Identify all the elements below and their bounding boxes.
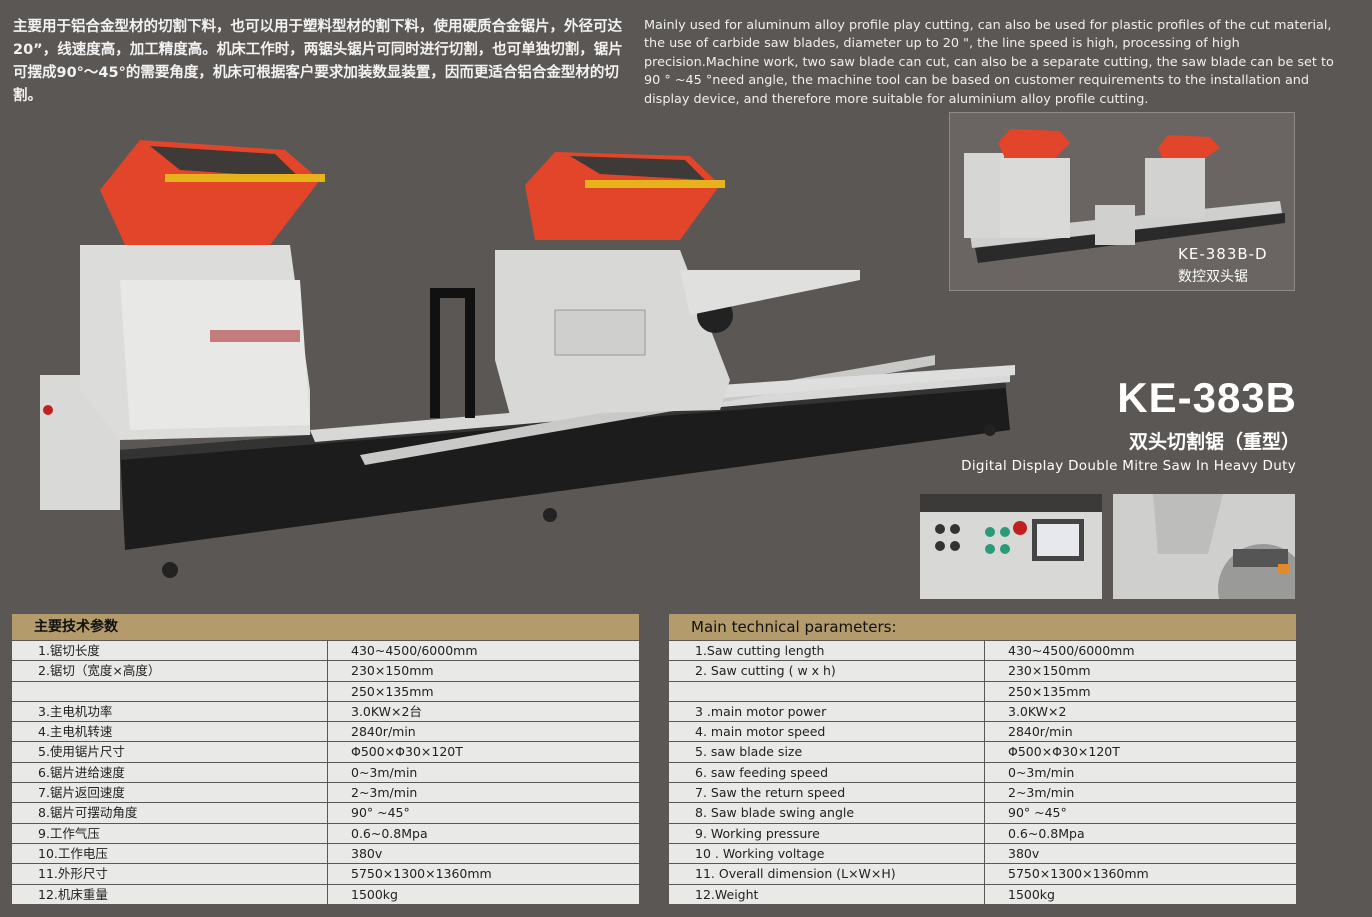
spec-label: 10 . Working voltage bbox=[669, 843, 985, 865]
table-row: 250×135mm bbox=[12, 681, 639, 702]
spec-label: 2.锯切（宽度×高度） bbox=[12, 661, 328, 682]
spec-label: 6. saw feeding speed bbox=[669, 762, 985, 784]
spec-label: 8. Saw blade swing angle bbox=[669, 803, 985, 824]
table-row: 250×135mm bbox=[669, 681, 1296, 702]
control-panel-photo bbox=[920, 494, 1102, 599]
spec-value: 2840r/min bbox=[328, 722, 639, 743]
spec-value: Φ500×Φ30×120T bbox=[328, 742, 639, 763]
spec-label: 3 .main motor power bbox=[669, 701, 985, 723]
table-row: 11. Overall dimension (L×W×H)5750×1300×1… bbox=[669, 864, 1296, 885]
inset-name-cn: 数控双头锯 bbox=[1178, 269, 1248, 285]
spec-table-cn-title: 主要技术参数 bbox=[12, 614, 639, 641]
spec-value: 1500kg bbox=[328, 884, 639, 905]
spec-value: 230×150mm bbox=[328, 661, 639, 682]
spec-label bbox=[669, 681, 985, 702]
spec-value: 250×135mm bbox=[985, 681, 1296, 702]
spec-label: 11. Overall dimension (L×W×H) bbox=[669, 864, 985, 885]
product-model: KE-383B bbox=[1117, 374, 1297, 421]
spec-label: 1.Saw cutting length bbox=[669, 641, 985, 662]
inset-photo bbox=[949, 112, 1295, 291]
spec-label: 12.Weight bbox=[669, 884, 985, 905]
spec-value: 0~3m/min bbox=[328, 762, 639, 784]
inset-model-label: KE-383B-D bbox=[1178, 245, 1268, 263]
table-row: 2. Saw cutting ( w x h)230×150mm bbox=[669, 661, 1296, 682]
spec-value: 5750×1300×1360mm bbox=[328, 864, 639, 885]
spec-value: 0.6~0.8Mpa bbox=[328, 823, 639, 844]
spec-value: 250×135mm bbox=[328, 681, 639, 702]
spec-label: 4. main motor speed bbox=[669, 722, 985, 743]
spec-label bbox=[12, 681, 328, 702]
product-name-en: Digital Display Double Mitre Saw In Heav… bbox=[961, 458, 1296, 474]
table-row: 2.锯切（宽度×高度）230×150mm bbox=[12, 661, 639, 682]
spec-value: 90° ~45° bbox=[328, 803, 639, 824]
spec-label: 9. Working pressure bbox=[669, 823, 985, 844]
spec-value: 5750×1300×1360mm bbox=[985, 864, 1296, 885]
product-name-cn: 双头切割锯（重型） bbox=[1128, 431, 1300, 453]
spec-value: Φ500×Φ30×120T bbox=[985, 742, 1296, 763]
spec-label: 1.锯切长度 bbox=[12, 641, 328, 662]
spec-value: 2~3m/min bbox=[985, 783, 1296, 804]
spec-label: 12.机床重量 bbox=[12, 884, 328, 905]
spec-label: 2. Saw cutting ( w x h) bbox=[669, 661, 985, 682]
spec-label: 6.锯片进给速度 bbox=[12, 762, 328, 784]
spec-label: 8.锯片可摆动角度 bbox=[12, 803, 328, 824]
spec-value: 90° ~45° bbox=[985, 803, 1296, 824]
spec-value: 230×150mm bbox=[985, 661, 1296, 682]
machine-photo bbox=[40, 140, 1015, 578]
spec-label: 10.工作电压 bbox=[12, 843, 328, 865]
spec-value: 430~4500/6000mm bbox=[985, 641, 1296, 662]
spec-value: 380v bbox=[985, 843, 1296, 865]
spec-label: 5.使用锯片尺寸 bbox=[12, 742, 328, 763]
spec-value: 3.0KW×2 bbox=[985, 701, 1296, 723]
spec-value: 380v bbox=[328, 843, 639, 865]
spec-value: 2840r/min bbox=[985, 722, 1296, 743]
spec-label: 3.主电机功率 bbox=[12, 701, 328, 723]
spec-value: 1500kg bbox=[985, 884, 1296, 905]
spec-label: 5. saw blade size bbox=[669, 742, 985, 763]
spec-value: 430~4500/6000mm bbox=[328, 641, 639, 662]
spec-value: 0.6~0.8Mpa bbox=[985, 823, 1296, 844]
description-chinese: 主要用于铝合金型材的切割下料，也可以用于塑料型材的割下料，使用硬质合金锯片，外径… bbox=[13, 19, 623, 104]
spec-label: 7.锯片返回速度 bbox=[12, 783, 328, 804]
spec-value: 0~3m/min bbox=[985, 762, 1296, 784]
spec-label: 7. Saw the return speed bbox=[669, 783, 985, 804]
spec-table-en: Main technical parameters: 1.Saw cutting… bbox=[669, 614, 1296, 905]
spec-label: 9.工作气压 bbox=[12, 823, 328, 844]
spec-value: 3.0KW×2台 bbox=[328, 701, 639, 723]
saw-head-detail-photo bbox=[1113, 494, 1295, 599]
spec-value: 2~3m/min bbox=[328, 783, 639, 804]
spec-label: 11.外形尺寸 bbox=[12, 864, 328, 885]
spec-label: 4.主电机转速 bbox=[12, 722, 328, 743]
spec-table-en-title: Main technical parameters: bbox=[669, 614, 1296, 641]
description-english: Mainly used for aluminum alloy profile p… bbox=[644, 18, 1334, 107]
